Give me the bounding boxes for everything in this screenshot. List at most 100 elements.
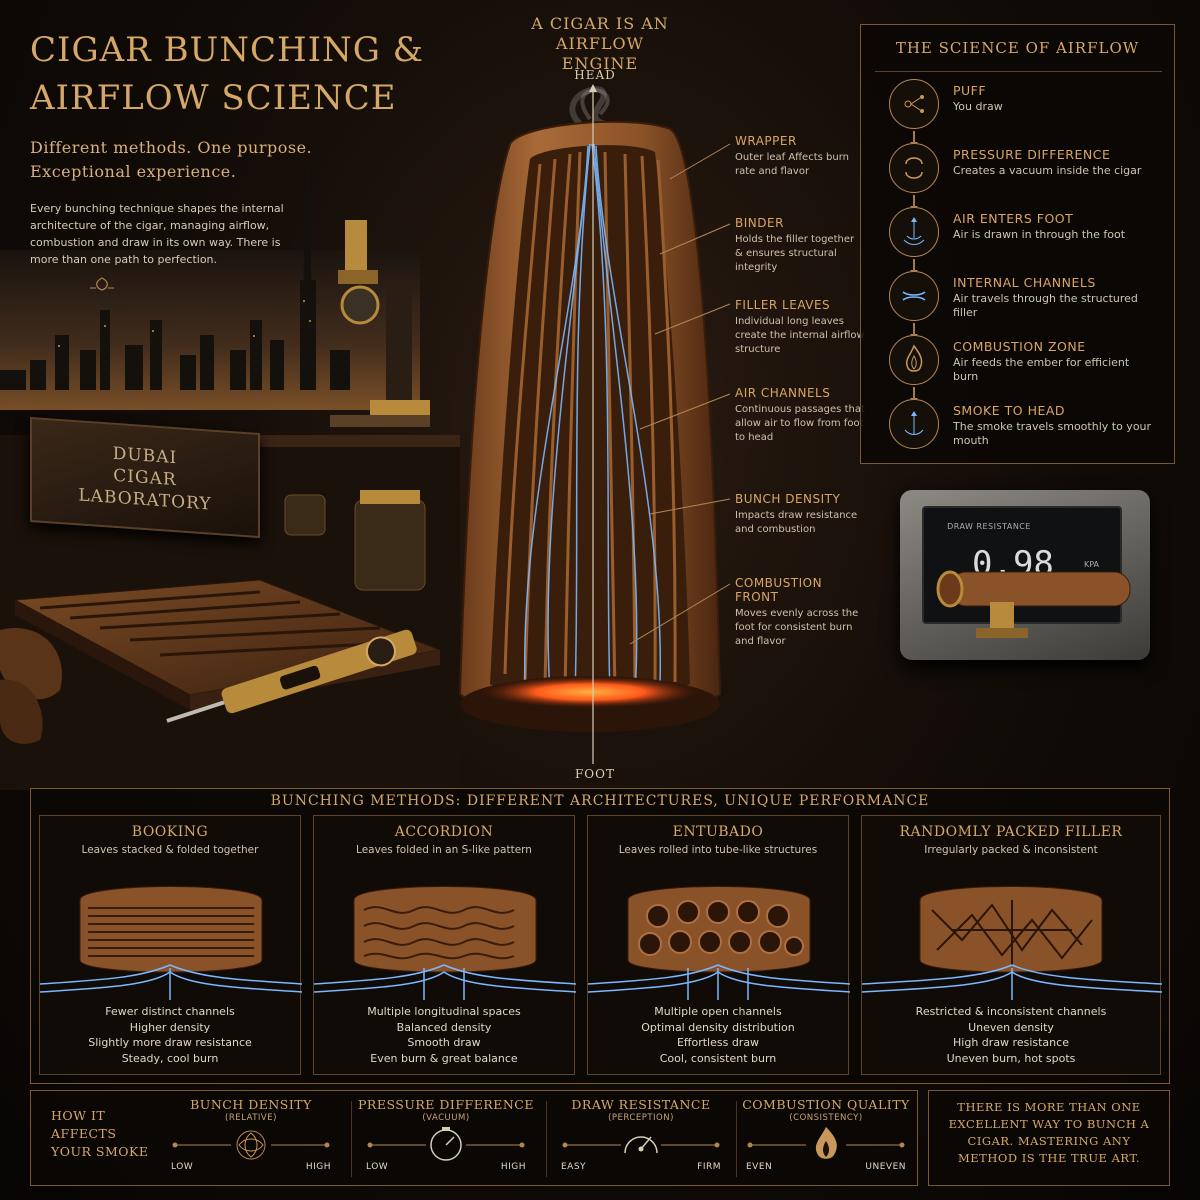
pressure-icon — [889, 143, 939, 193]
callout-filler-leaves: Filler Leaves Individual long leaves cre… — [735, 298, 865, 357]
step-air-enters-foot: AIR ENTERS FOOT Air is drawn in through … — [889, 207, 1159, 275]
method-point: Optimal density distribution — [641, 1020, 795, 1034]
callout-desc: Holds the filler together & ensures stru… — [735, 234, 855, 273]
page-title: Cigar Bunching & Airflow Science — [30, 30, 425, 118]
how-it-affects-legend: HOW IT AFFECTS YOUR SMOKE BUNCH DENSITY … — [30, 1090, 918, 1186]
method-point: Uneven burn, hot spots — [946, 1051, 1076, 1065]
bunching-methods-panel: Bunching methods: Different architecture… — [30, 788, 1170, 1084]
head-label: HEAD — [574, 68, 616, 82]
callout-title: Bunch Density — [735, 492, 841, 506]
step-arrow — [910, 259, 918, 275]
metric-pressure-difference: PRESSURE DIFFERENCE (VACUUM) LOW HIGH — [356, 1091, 536, 1187]
step-title: PUFF — [953, 83, 987, 98]
method-card-entubado: ENTUBADO Leaves rolled into tube-like st… — [587, 815, 850, 1075]
flame-icon — [889, 335, 939, 385]
metric-bunch-density: BUNCH DENSITY (RELATIVE) LOW HIGH — [161, 1091, 341, 1187]
dial-icon — [562, 1136, 720, 1154]
method-card-booking: BOOKING Leaves stacked & folded together… — [39, 815, 302, 1075]
method-subtitle: Leaves rolled into tube-like structures — [618, 844, 818, 856]
channels-icon — [889, 271, 939, 321]
method-point: Restricted & inconsistent channels — [915, 1005, 1107, 1018]
puff-icon — [889, 79, 939, 129]
metric-subtitle: (RELATIVE) — [225, 1113, 277, 1123]
meter-label: DRAW RESISTANCE — [947, 522, 1031, 531]
callout-title: Wrapper — [735, 134, 797, 148]
booking-cross-section-illustration — [40, 886, 302, 1000]
method-point: Higher density — [129, 1020, 211, 1034]
callout-desc: Impacts draw resistance and combustion — [735, 510, 858, 535]
lab-sign: Dubai Cigar Laboratory — [30, 416, 260, 539]
draw-resistance-meter: DRAW RESISTANCE 0.98 KPA — [900, 490, 1150, 660]
leaf-ornament-icon — [172, 1130, 330, 1160]
method-title: BOOKING — [131, 824, 209, 840]
step-title: AIR ENTERS FOOT — [953, 211, 1074, 226]
method-point: Even burn & great balance — [370, 1051, 518, 1065]
divider — [875, 71, 1162, 72]
step-desc: The smoke travels smoothly to your mouth — [953, 420, 1152, 447]
method-point: Uneven density — [968, 1020, 1054, 1034]
step-desc: Air feeds the ember for efficient burn — [953, 356, 1130, 383]
callout-title: Filler Leaves — [735, 298, 831, 312]
metric-title: PRESSURE DIFFERENCE — [358, 1097, 534, 1112]
metric-high-label: FIRM — [697, 1162, 721, 1172]
method-subtitle: Leaves stacked & folded together — [81, 844, 259, 856]
step-desc: You draw — [953, 100, 1003, 113]
foot-label: FOOT — [574, 767, 615, 781]
step-combustion-zone: COMBUSTION ZONE Air feeds the ember for … — [889, 335, 1159, 403]
method-title: RANDOMLY PACKED FILLER — [899, 824, 1123, 840]
methods-title: Bunching methods: Different architecture… — [270, 793, 930, 809]
method-title: ACCORDION — [394, 824, 494, 840]
air-enters-icon — [889, 207, 939, 257]
step-internal-channels: INTERNAL CHANNELS Air travels through th… — [889, 271, 1159, 339]
metric-subtitle: (VACUUM) — [422, 1113, 470, 1123]
callout-air-channels: Air Channels Continuous passages that al… — [735, 386, 865, 445]
page-subtitle: Different methods. One purpose. Exceptio… — [30, 138, 313, 181]
method-points: Restricted & inconsistent channels Uneve… — [862, 1004, 1160, 1066]
callout-combustion-front: Combustion Front Moves evenly across the… — [735, 576, 865, 649]
metric-high-label: HIGH — [500, 1162, 526, 1172]
smoke-icon — [889, 399, 939, 449]
callout-title: Air Channels — [735, 386, 831, 400]
method-point: Cool, consistent burn — [659, 1051, 777, 1065]
method-title: ENTUBADO — [672, 824, 764, 840]
callout-binder: Binder Holds the filler together & ensur… — [735, 216, 865, 275]
step-arrow — [910, 323, 918, 339]
method-card-accordion: ACCORDION Leaves folded in an S-like pat… — [313, 815, 576, 1075]
method-card-randomly-packed: RANDOMLY PACKED FILLER Irregularly packe… — [861, 815, 1162, 1075]
closing-statement: There is more than one excellent way to … — [928, 1090, 1170, 1186]
cigar-cross-section-illustration — [458, 84, 731, 764]
method-point: Multiple open channels — [654, 1005, 782, 1018]
step-title: SMOKE TO HEAD — [953, 403, 1066, 418]
step-desc: Air is drawn in through the foot — [953, 228, 1126, 241]
callout-title: Combustion Front — [735, 576, 823, 604]
metric-draw-resistance: DRAW RESISTANCE (PERCEPTION) EASY FIRM — [551, 1091, 731, 1187]
legend-heading: HOW IT AFFECTS YOUR SMOKE — [51, 1108, 149, 1159]
callout-title: Binder — [735, 216, 784, 230]
method-point: Multiple longitudinal spaces — [367, 1005, 521, 1018]
metric-low-label: EASY — [561, 1162, 587, 1172]
metric-title: COMBUSTION QUALITY — [742, 1097, 910, 1112]
entubado-cross-section-illustration — [588, 886, 850, 1000]
step-title: COMBUSTION ZONE — [953, 339, 1086, 354]
method-point: Smooth draw — [407, 1036, 481, 1049]
meter-unit: KPA — [1084, 560, 1100, 569]
method-point: Steady, cool burn — [121, 1051, 219, 1065]
gauge-icon — [367, 1127, 525, 1161]
step-arrow — [910, 387, 918, 403]
method-point: Balanced density — [396, 1020, 492, 1034]
divider — [736, 1101, 737, 1177]
callout-desc: Continuous passages that allow air to fl… — [735, 404, 865, 443]
method-points: Fewer distinct channels Higher density S… — [40, 1004, 300, 1066]
method-point: Fewer distinct channels — [105, 1005, 235, 1018]
flame-icon — [747, 1127, 905, 1159]
divider — [351, 1101, 352, 1177]
step-desc: Air travels through the structured fille… — [953, 292, 1138, 319]
method-point: Effortless draw — [676, 1036, 760, 1049]
step-pressure-difference: PRESSURE DIFFERENCE Creates a vacuum ins… — [889, 143, 1159, 211]
step-title: PRESSURE DIFFERENCE — [953, 147, 1111, 162]
callout-wrapper: Wrapper Outer leaf Affects burn rate and… — [735, 134, 865, 179]
method-subtitle: Leaves folded in an S-like pattern — [356, 844, 532, 856]
metric-subtitle: (PERCEPTION) — [608, 1113, 674, 1123]
method-subtitle: Irregularly packed & inconsistent — [924, 844, 1098, 856]
step-arrow — [910, 195, 918, 211]
